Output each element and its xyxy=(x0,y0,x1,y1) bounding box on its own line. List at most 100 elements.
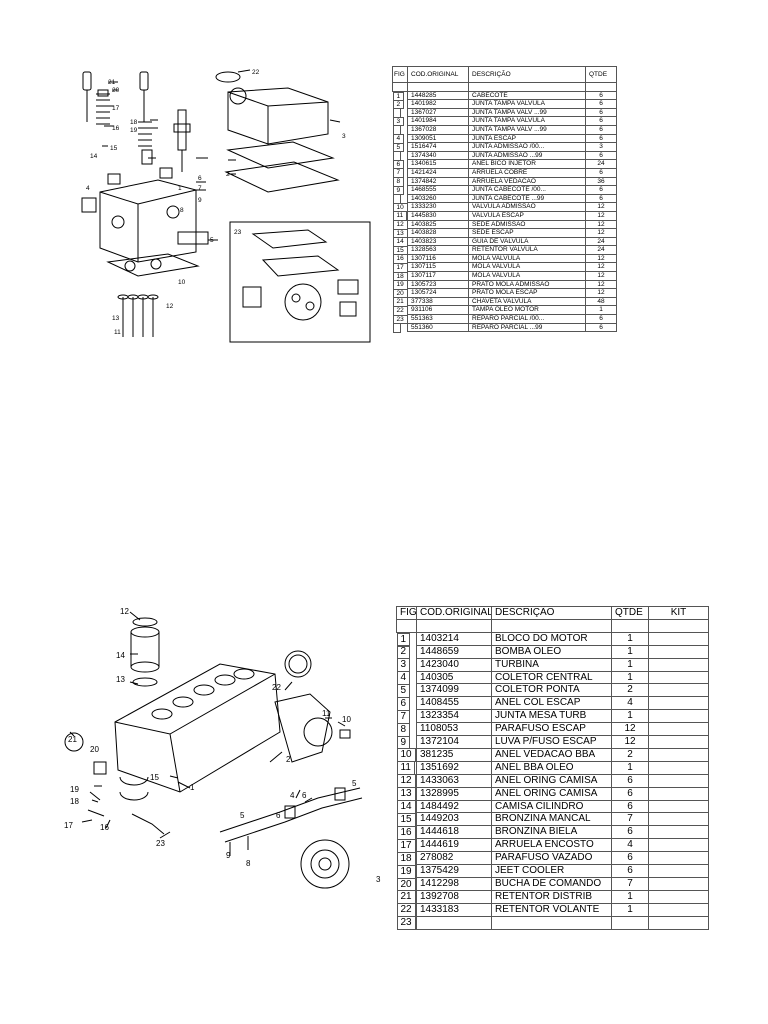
table-cell: 9 xyxy=(396,735,411,750)
table-cell: 1423040 xyxy=(416,657,492,672)
column-header: KIT xyxy=(648,606,709,620)
callout-label: 7 xyxy=(198,185,202,192)
callout-label: 2 xyxy=(286,755,291,764)
callout-label: 10 xyxy=(178,279,186,286)
table-cell: 6 xyxy=(585,107,617,118)
callout-label: 17 xyxy=(112,105,120,112)
table-cell: JUNTA CABECOTE /00... xyxy=(468,185,586,195)
table-cell: 1516474 xyxy=(407,142,469,152)
table-cell xyxy=(648,760,709,775)
callout-label: 13 xyxy=(112,315,120,322)
table-cell: 6 xyxy=(585,167,617,178)
column-header: FIG xyxy=(396,606,417,620)
table-cell: 1323354 xyxy=(416,709,492,724)
table-cell: 140305 xyxy=(416,670,492,685)
table-cell: 1374842 xyxy=(407,176,469,187)
table-cell: REPARO PARCIAL ...99 xyxy=(468,322,586,333)
callout-label: 18 xyxy=(70,797,79,806)
callout-label: 4 xyxy=(290,791,295,800)
table-cell: SEDE ADMISSAO xyxy=(468,219,586,230)
table-cell: 1307115 xyxy=(407,262,469,273)
table-cell: 6 xyxy=(611,851,649,866)
table-cell: 6 xyxy=(611,786,649,801)
table-cell: 16 xyxy=(396,825,416,840)
table-cell xyxy=(648,696,709,711)
table-cell: BUCHA DE COMANDO xyxy=(491,877,612,891)
table-cell: 1340615 xyxy=(407,159,469,169)
table-cell: 19 xyxy=(396,864,416,879)
callout-label: 16 xyxy=(100,823,109,832)
table-cell: 1484492 xyxy=(416,799,492,814)
callout-label: 12 xyxy=(120,607,129,616)
table-cell: 1468555 xyxy=(407,185,469,195)
callout-label: 21 xyxy=(68,735,77,744)
table-cell: 6 xyxy=(585,193,617,204)
table-cell: 3 xyxy=(396,658,411,672)
table-cell: 1 xyxy=(611,644,649,659)
callout-label: 11 xyxy=(322,709,331,718)
table-cell: 3 xyxy=(585,142,617,152)
table-cell: 377338 xyxy=(407,296,469,307)
callout-label: 14 xyxy=(116,651,125,660)
table-cell xyxy=(392,82,408,92)
table-cell: 11 xyxy=(396,761,415,776)
table-cell xyxy=(396,618,417,633)
table-cell xyxy=(648,889,709,904)
table-cell: 1328563 xyxy=(407,245,469,255)
table-cell: 22 xyxy=(396,903,416,918)
table-cell: ANEL COL ESCAP xyxy=(491,696,612,711)
table-cell: 6 xyxy=(585,90,617,101)
table-cell: 2 xyxy=(611,747,649,762)
table-cell: 381235 xyxy=(416,747,492,762)
callout-label: 4 xyxy=(86,185,90,192)
table-cell: TURBINA xyxy=(491,657,612,672)
table-cell xyxy=(648,877,709,891)
table-cell: 48 xyxy=(585,296,617,307)
callout-label: 5 xyxy=(240,811,245,820)
table-cell: 12 xyxy=(585,210,617,221)
table-cell: LUVA P/FUSO ESCAP xyxy=(491,735,612,749)
table-cell: 1309051 xyxy=(407,133,469,144)
table-cell: 7 xyxy=(611,877,649,891)
engine-block-diagram: 12 14 13 22 11 10 21 20 15 1 2 19 18 17 … xyxy=(64,607,381,889)
table-cell xyxy=(648,670,709,685)
table-cell: JUNTA CABECOTE ...99 xyxy=(468,193,586,204)
table-cell xyxy=(648,851,709,866)
table-cell: 1448285 xyxy=(407,90,469,101)
table-cell xyxy=(648,915,709,930)
cylinder-head-diagram: 21 20 17 16 15 14 18 19 22 3 2 1 4 5 6 7… xyxy=(81,69,371,343)
callout-label: 6 xyxy=(276,811,281,820)
table-cell: JUNTA ADMISSAO /00... xyxy=(468,142,586,152)
column-header: DESCRIÇÃO xyxy=(468,66,586,83)
table-cell: 17 xyxy=(396,838,416,853)
table-cell: 12 xyxy=(585,219,617,230)
table-cell: CABECOTE xyxy=(468,90,586,101)
callout-label: 14 xyxy=(90,153,98,160)
callout-label: 8 xyxy=(246,859,251,868)
table-cell: 24 xyxy=(585,236,617,247)
table-cell: 21 xyxy=(396,890,416,905)
table-cell: 12 xyxy=(585,279,617,290)
table-spacer-row xyxy=(396,618,709,633)
table-cell: 6 xyxy=(585,99,617,109)
table-cell: 1367028 xyxy=(407,124,469,135)
table-cell: 1 xyxy=(611,709,649,724)
table-cell: 23 xyxy=(396,916,416,931)
table-cell: VALVULA ADMISSAO xyxy=(468,202,586,212)
table-cell: 931106 xyxy=(407,305,469,316)
